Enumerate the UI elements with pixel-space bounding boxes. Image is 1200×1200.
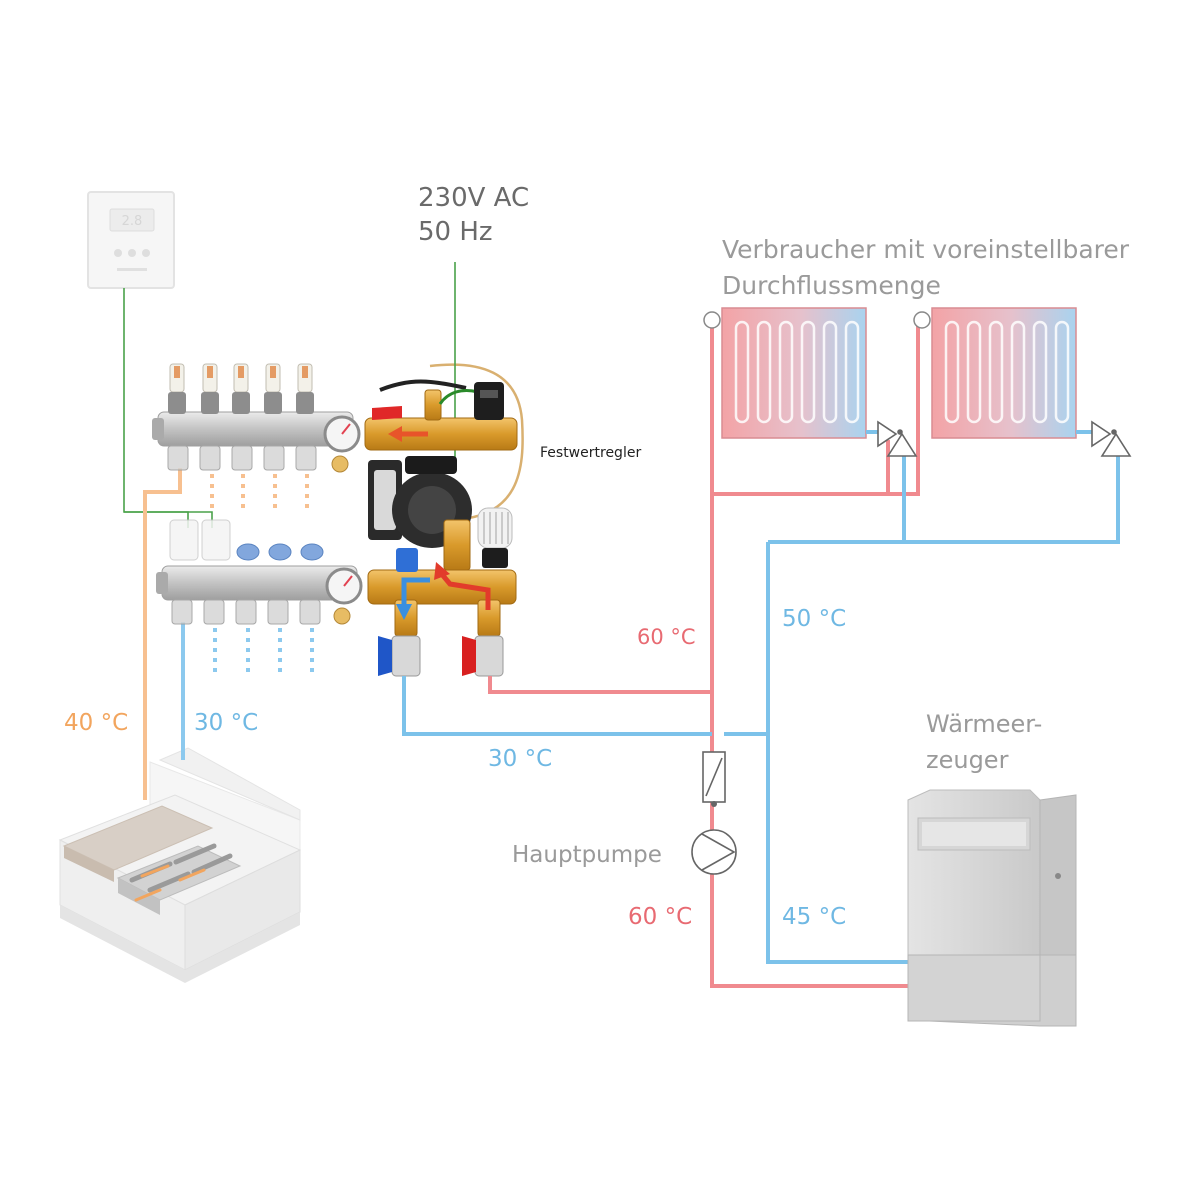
radiator-2-valve-icon [1091, 420, 1132, 457]
hot-supply-pipes [488, 320, 920, 988]
consumers-label-line2: Durchflussmenge [722, 271, 941, 300]
radiator-1-vent-icon [703, 311, 721, 329]
temp-return-30: 30 °C [488, 746, 552, 772]
temp-floor-40: 40 °C [64, 710, 128, 736]
radiator-2-vent-icon [913, 311, 931, 329]
consumers-label-line1: Verbraucher mit voreinstellbarer [722, 235, 1130, 264]
cold-return-pipes [402, 454, 1120, 964]
generator-label-line2: zeuger [926, 746, 1009, 774]
power-label: 230V AC 50 Hz [418, 183, 529, 247]
room-thermostat: 2.8 [87, 191, 175, 289]
floor-supply-pipe [143, 468, 182, 800]
power-label-frequency: 50 Hz [418, 217, 493, 247]
floor-heating-section [58, 747, 302, 983]
main-pump-label: Hauptpumpe [512, 842, 662, 868]
power-label-voltage: 230V AC [418, 183, 529, 213]
temp-supply-60-bottom: 60 °C [628, 904, 692, 930]
return-manifold [156, 519, 363, 625]
radiator-1-valve-icon [877, 420, 918, 457]
regulator-label: Festwertregler [540, 445, 641, 461]
radiator-2 [913, 307, 1094, 439]
check-valve-icon [702, 751, 726, 807]
thermostat-display: 2.8 [122, 214, 143, 229]
temp-supply-60-top: 60 °C [637, 625, 696, 649]
radiator-1 [703, 307, 888, 439]
floor-dotted-lines [210, 474, 314, 676]
temp-return-50: 50 °C [782, 606, 846, 632]
mixing-station [364, 262, 524, 677]
heat-generator [907, 789, 1077, 1027]
generator-label-line1: Wärmeer- [926, 710, 1042, 738]
temp-floor-30: 30 °C [194, 710, 258, 736]
supply-manifold [152, 363, 361, 473]
main-pump-icon [691, 829, 737, 875]
temp-return-45: 45 °C [782, 904, 846, 930]
